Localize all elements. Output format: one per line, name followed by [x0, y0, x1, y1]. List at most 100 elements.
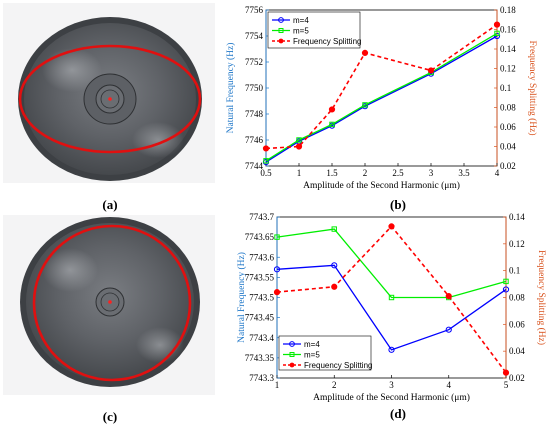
legend-label: Frequency Splitting	[304, 361, 372, 370]
series-m5-point	[494, 30, 500, 37]
legend-label: Frequency Splitting	[293, 37, 361, 46]
legend-marker	[278, 38, 284, 44]
x-tick-label: 2.5	[392, 168, 404, 178]
series-m5-point	[331, 226, 337, 232]
legend-marker	[289, 341, 295, 347]
y-tick-label: 7754	[245, 31, 264, 41]
series-m5-point	[274, 234, 280, 240]
series-frequency-splitting-point	[273, 289, 281, 296]
series-frequency-splitting-point	[388, 223, 395, 230]
legend-label: m=5	[304, 351, 320, 360]
series-frequency-splitting-point	[445, 293, 452, 300]
legend-marker	[278, 28, 284, 33]
series-m4-point	[388, 346, 395, 353]
series-frequency-splitting-point	[262, 145, 270, 152]
panel-label-c: (c)	[103, 409, 117, 424]
x-axis-label: Amplitude of the Second Harmonic (μm)	[313, 392, 470, 403]
y-tick-label: 7743.6	[249, 252, 274, 262]
x-tick-label: 1.5	[326, 168, 338, 178]
series-frequency-splitting-point	[427, 67, 435, 74]
y-axis-label: Natural Frequency (Hz)	[225, 43, 236, 134]
y-tick-label: 7756	[245, 5, 264, 15]
panel-label-a: (a)	[102, 197, 117, 212]
y-tick-label: 7744	[245, 161, 264, 171]
y-tick-label: 7743.55	[245, 272, 275, 282]
y-tick-label: 7743.5	[249, 293, 274, 303]
series-m4-line	[276, 264, 507, 351]
x-tick-label: 4	[447, 380, 452, 390]
legend-label: m=5	[293, 27, 309, 36]
y-right-tick-label: 0.16	[500, 25, 516, 35]
y-right-tick-label: 0.04	[500, 142, 516, 152]
y-tick-label: 7743.7	[249, 212, 274, 222]
y-right-tick-label: 0.08	[500, 103, 516, 113]
series-m5-point	[388, 294, 395, 301]
y-right-tick-label: 0.02	[500, 161, 516, 171]
series-m5-point	[296, 137, 302, 143]
x-tick-label: 5	[504, 380, 509, 390]
panel-label-b: (b)	[390, 197, 406, 212]
y-tick-label: 7750	[245, 83, 264, 93]
series-m5-point	[503, 278, 509, 285]
x-tick-label: 4	[495, 168, 500, 178]
y-tick-label: 7743.45	[245, 313, 275, 323]
x-tick-label: 0.5	[260, 168, 272, 178]
y-tick-label: 7743.35	[245, 353, 275, 363]
center-marker	[108, 97, 112, 101]
y-right-tick-label: 0.1	[500, 83, 511, 93]
x-axis-label: Amplitude of the Second Harmonic (μm)	[303, 180, 460, 191]
x-tick-label: 3.5	[458, 168, 470, 178]
x-tick-label: 2	[363, 168, 368, 178]
resonator-image-c	[3, 215, 215, 395]
y-tick-label: 7743.4	[249, 333, 274, 343]
y-right-tick-label: 0.12	[500, 64, 516, 74]
series-frequency-splitting-point	[328, 106, 336, 113]
resonator-image-a	[3, 3, 215, 183]
y-right-tick-label: 0.1	[509, 266, 520, 276]
series-m4-point	[445, 326, 452, 333]
y-right-tick-label: 0.14	[500, 44, 516, 54]
series-frequency-splitting-point	[493, 21, 501, 28]
mode-outline-ellipse	[18, 44, 202, 154]
legend-label: m=4	[304, 340, 320, 349]
legend-marker	[289, 352, 295, 357]
x-tick-label: 3	[389, 380, 394, 390]
series-frequency-splitting-point	[331, 283, 338, 290]
series-m5-point	[263, 158, 269, 164]
y-right-tick-label: 0.06	[509, 319, 525, 329]
series-m5-point	[329, 121, 335, 128]
y-tick-label: 7743.65	[245, 232, 275, 242]
series-frequency-splitting-point	[295, 143, 303, 150]
y-right-tick-label: 0.02	[509, 373, 525, 383]
y-right-axis-label: Frequency Splitting (Hz)	[536, 250, 547, 345]
x-tick-label: 3	[429, 168, 434, 178]
y-tick-label: 7748	[245, 109, 264, 119]
x-tick-label: 1	[275, 380, 280, 390]
legend-label: m=4	[293, 16, 309, 25]
series-frequency-splitting-line	[265, 23, 498, 150]
series-m4-point	[273, 266, 281, 273]
series-m4-point	[331, 262, 338, 269]
y-right-tick-label: 0.08	[509, 293, 525, 303]
series-m4-line	[265, 35, 498, 163]
y-right-tick-label: 0.18	[500, 5, 516, 15]
y-right-axis-label: Frequency Splitting (Hz)	[527, 41, 538, 136]
series-m5-line	[265, 32, 498, 162]
panel-label-d: (d)	[390, 406, 406, 421]
y-right-tick-label: 0.04	[509, 346, 525, 356]
y-axis-label: Natural Frequency (Hz)	[236, 252, 247, 343]
y-tick-label: 7752	[245, 57, 263, 67]
series-frequency-splitting-point	[361, 49, 369, 57]
x-tick-label: 2	[332, 380, 337, 390]
legend-marker	[278, 17, 284, 23]
y-tick-label: 7746	[245, 135, 264, 145]
legend-marker	[289, 362, 295, 368]
series-m4-point	[502, 286, 510, 293]
y-right-tick-label: 0.12	[509, 239, 525, 249]
y-right-tick-label: 0.14	[509, 212, 525, 222]
